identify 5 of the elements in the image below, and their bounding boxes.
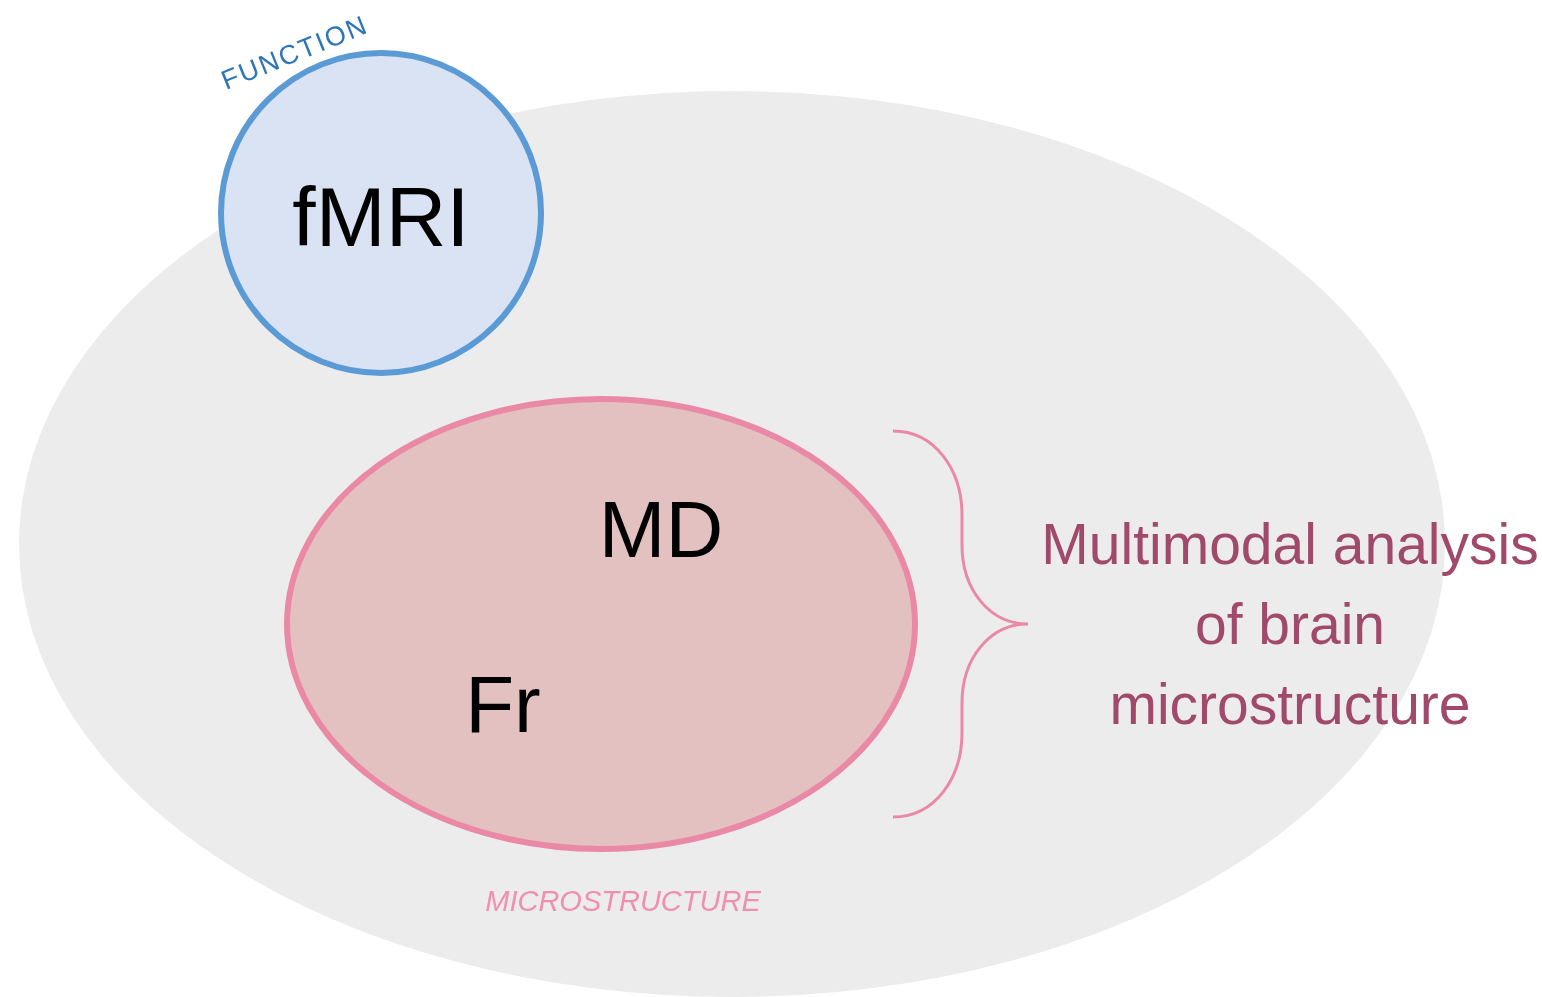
annotation-text: Multimodal analysis of brain microstructure bbox=[1040, 511, 1540, 738]
group-heading: MICROSTRUCTURE bbox=[485, 886, 761, 916]
node-label: fMRI bbox=[292, 175, 470, 259]
node-label: Fr bbox=[465, 665, 541, 745]
node-label: MD bbox=[598, 490, 724, 570]
